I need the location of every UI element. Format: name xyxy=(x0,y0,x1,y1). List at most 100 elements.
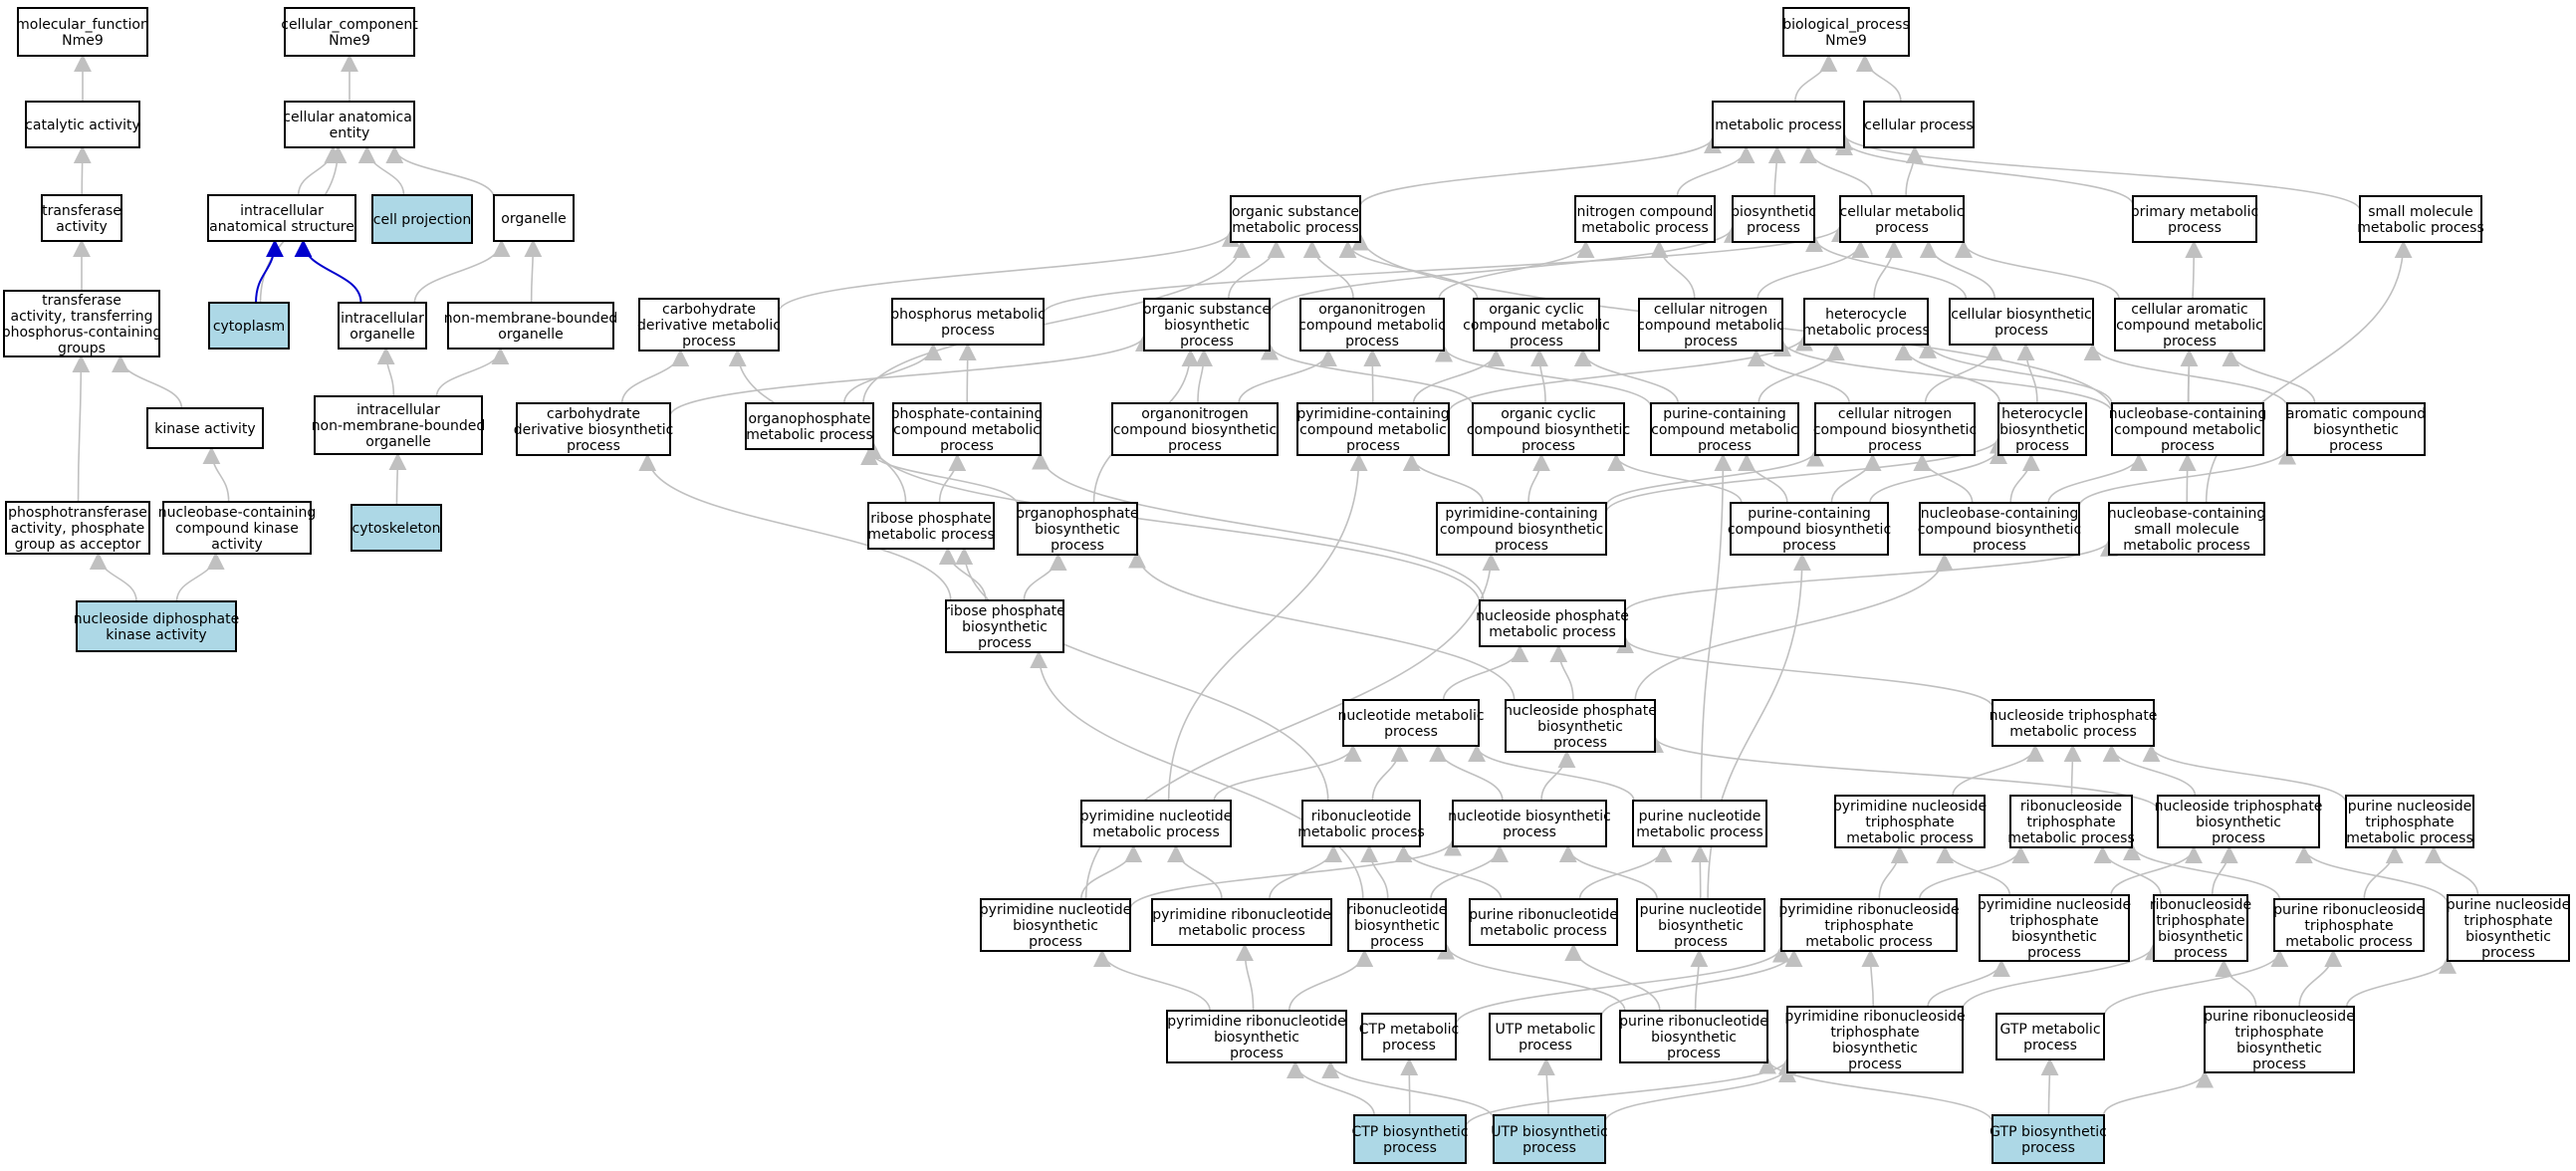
node-box[interactable] xyxy=(1919,502,2080,556)
node-box[interactable] xyxy=(314,395,483,455)
node-box[interactable] xyxy=(1786,1006,1964,1073)
node-box[interactable] xyxy=(1301,800,1421,847)
node-box[interactable] xyxy=(447,302,614,350)
node-box[interactable] xyxy=(892,402,1042,456)
node-box[interactable] xyxy=(1730,502,1889,556)
node-box[interactable] xyxy=(1814,402,1976,456)
node-box[interactable] xyxy=(2114,298,2265,351)
node-box[interactable] xyxy=(2108,502,2265,556)
node-box[interactable] xyxy=(945,599,1064,653)
node-cat[interactable]: catalytic activity xyxy=(25,101,140,148)
node-box[interactable] xyxy=(1995,1013,2105,1060)
node-box[interactable] xyxy=(980,898,1131,952)
node-box[interactable] xyxy=(1296,402,1450,456)
node-box[interactable] xyxy=(1780,898,1958,952)
node-box[interactable] xyxy=(2286,402,2426,456)
node-box[interactable] xyxy=(1638,298,1783,351)
node-box[interactable] xyxy=(1473,298,1600,351)
node-box[interactable] xyxy=(284,101,415,148)
node-box[interactable] xyxy=(146,407,264,449)
node-cp[interactable]: cell projection xyxy=(371,194,473,244)
node-csk[interactable]: cytoskeleton xyxy=(351,504,442,552)
node-org[interactable]: organelle xyxy=(493,194,575,242)
node-box[interactable] xyxy=(207,194,356,242)
node-box[interactable] xyxy=(338,302,427,350)
node-box[interactable] xyxy=(516,402,671,456)
node-box[interactable] xyxy=(1493,1114,1606,1164)
node-box[interactable] xyxy=(2132,195,2257,243)
node-met[interactable]: metabolic process xyxy=(1712,101,1845,148)
node-box[interactable] xyxy=(1436,502,1607,556)
node-box[interactable] xyxy=(1111,402,1279,456)
node-box[interactable] xyxy=(1479,599,1626,647)
node-box[interactable] xyxy=(1632,800,1767,847)
node-box[interactable] xyxy=(1342,699,1480,747)
node-box[interactable] xyxy=(1452,800,1607,847)
node-box[interactable] xyxy=(891,298,1045,346)
node-cellp[interactable]: cellular process xyxy=(1863,101,1975,148)
node-box[interactable] xyxy=(638,298,780,351)
node-box[interactable] xyxy=(745,402,874,450)
node-cyto[interactable]: cytoplasm xyxy=(208,302,290,350)
node-box[interactable] xyxy=(162,501,312,555)
node-box[interactable] xyxy=(493,194,575,242)
node-box[interactable] xyxy=(1991,1114,2105,1164)
node-box[interactable] xyxy=(1574,195,1716,243)
node-box[interactable] xyxy=(1353,1114,1467,1164)
node-box[interactable] xyxy=(1347,898,1447,952)
node-box[interactable] xyxy=(867,502,995,550)
node-box[interactable] xyxy=(1472,402,1625,456)
node-box[interactable] xyxy=(1803,298,1929,346)
node-box[interactable] xyxy=(2009,795,2133,848)
node-box[interactable] xyxy=(41,194,122,242)
node-box[interactable] xyxy=(1997,402,2087,456)
